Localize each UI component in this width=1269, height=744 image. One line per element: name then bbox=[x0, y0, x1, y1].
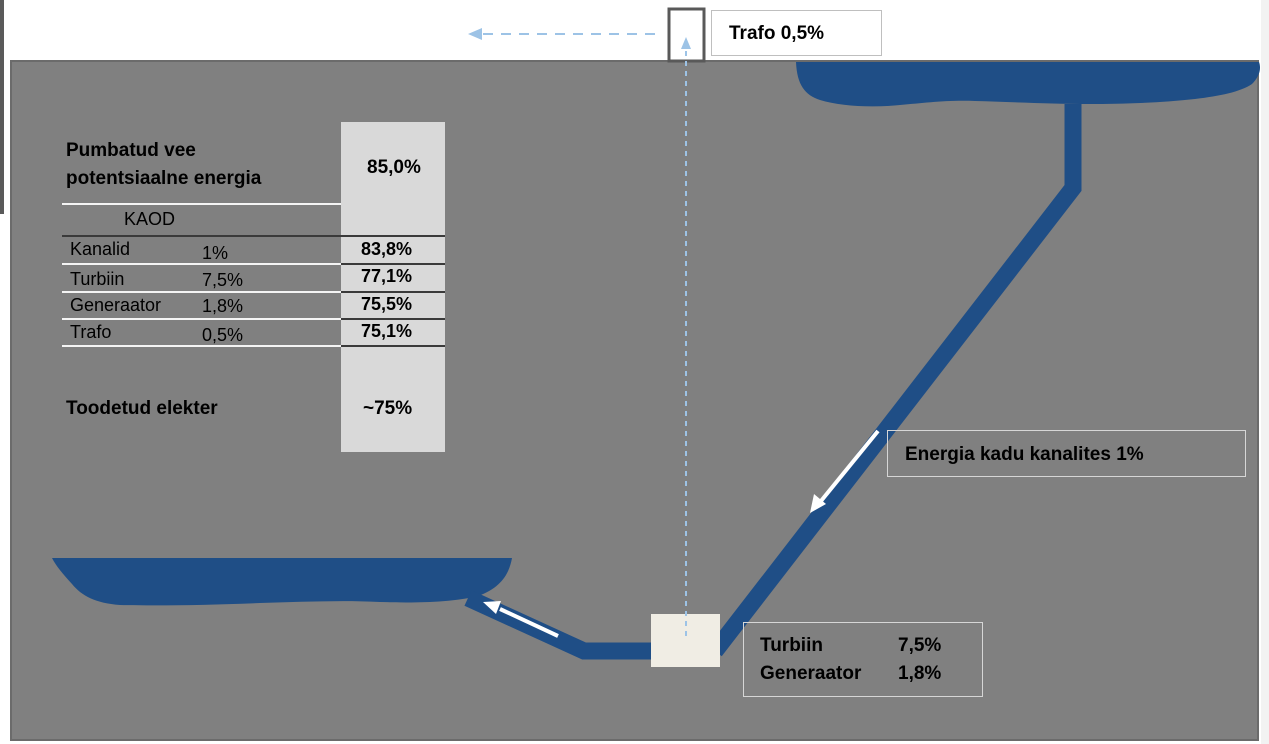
table-divider bbox=[62, 318, 341, 320]
energy-loss-label-box: Energia kadu kanalites 1% bbox=[887, 430, 1246, 477]
penstock-flow-arrow bbox=[810, 429, 880, 513]
table-footer-label: Toodetud elekter bbox=[66, 398, 218, 419]
row-loss: 1,8% bbox=[202, 296, 244, 316]
row-loss: 7,5% bbox=[202, 270, 244, 290]
row-value: 77,1% bbox=[361, 266, 413, 286]
table-divider bbox=[62, 345, 341, 347]
row-name: Generaator bbox=[70, 295, 162, 315]
upper-reservoir bbox=[796, 62, 1261, 107]
table-divider bbox=[62, 235, 445, 237]
turbine-loss-row: Turbiin 7,5% bbox=[760, 635, 941, 657]
diagram-panel bbox=[10, 60, 1259, 741]
row-loss: 0,5% bbox=[202, 325, 244, 345]
penstock-channel bbox=[708, 104, 1082, 657]
row-name: Kanalid bbox=[70, 239, 131, 259]
power-line bbox=[468, 28, 691, 636]
table-footer-value: ~75% bbox=[363, 398, 413, 419]
row-name: Turbiin bbox=[70, 269, 125, 289]
table-divider bbox=[62, 263, 341, 265]
table-header-line1: Pumbatud vee bbox=[66, 140, 196, 161]
losses-title: KAOD bbox=[124, 209, 176, 229]
tailrace-channel bbox=[464, 590, 655, 660]
tailrace-flow-arrow bbox=[483, 601, 559, 638]
turbine-loss-value: 7,5% bbox=[898, 635, 942, 656]
row-loss: 1% bbox=[202, 243, 229, 263]
lower-reservoir bbox=[52, 558, 512, 606]
row-value: 75,5% bbox=[361, 294, 413, 314]
trafo-label-box: Trafo 0,5% bbox=[711, 10, 882, 56]
table-divider bbox=[62, 291, 341, 293]
percentage-column bbox=[341, 122, 445, 452]
table-divider bbox=[341, 345, 445, 347]
left-edge-strip bbox=[0, 0, 4, 214]
generator-loss-value: 1,8% bbox=[898, 663, 942, 684]
energy-loss-label: Energia kadu kanalites 1% bbox=[905, 444, 1144, 465]
row-name: Trafo bbox=[70, 322, 112, 342]
turbine-name: Turbiin bbox=[760, 635, 823, 656]
turbine-generator-label-box: Turbiin 7,5% Generaator 1,8% bbox=[743, 622, 983, 697]
table-divider bbox=[62, 203, 341, 205]
table-divider bbox=[341, 318, 445, 320]
table-header-value: 85,0% bbox=[367, 157, 421, 178]
table-divider bbox=[341, 291, 445, 293]
table-divider bbox=[341, 263, 445, 265]
row-value: 75,1% bbox=[361, 321, 413, 341]
generator-loss-row: Generaator 1,8% bbox=[760, 663, 941, 685]
right-edge-strip bbox=[1261, 0, 1269, 744]
table-header-line2: potentsiaalne energia bbox=[66, 168, 262, 189]
trafo-label: Trafo 0,5% bbox=[729, 23, 825, 44]
row-value: 83,8% bbox=[361, 239, 413, 259]
generator-name: Generaator bbox=[760, 663, 862, 684]
